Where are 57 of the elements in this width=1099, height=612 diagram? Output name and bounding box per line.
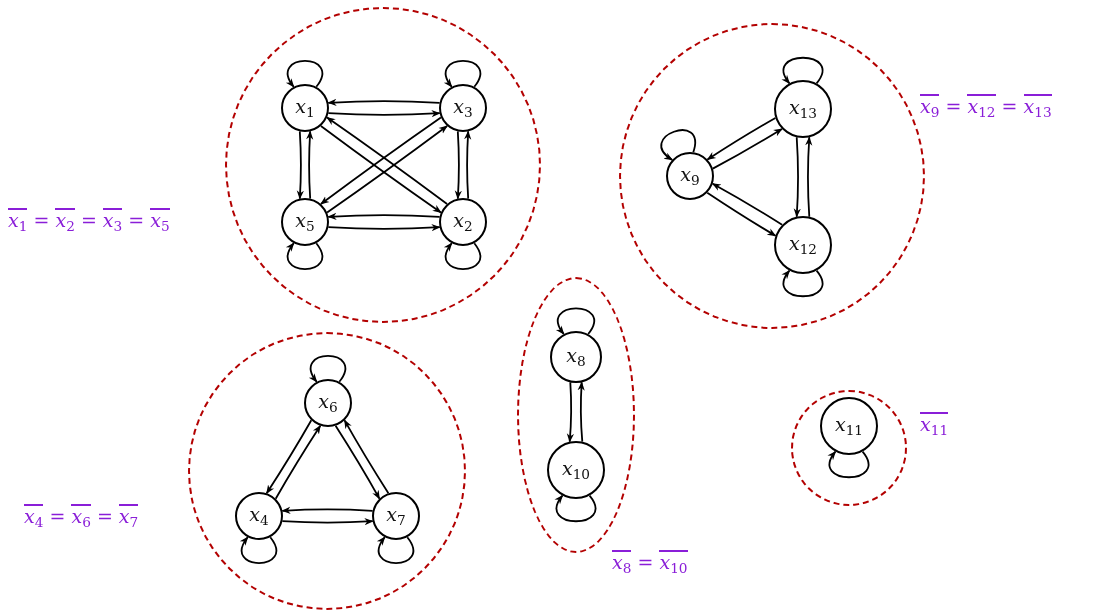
- variable-node: x$_{1}$: [281, 84, 329, 132]
- variable-node: x$_{10}$: [547, 441, 605, 499]
- arrow: [454, 130, 462, 200]
- dashed-cluster-outline: [517, 277, 635, 553]
- self-loop-arrow: [660, 129, 697, 161]
- self-loop-arrow: [286, 60, 324, 88]
- dashed-cluster-outline: [791, 390, 907, 506]
- arrow: [327, 224, 441, 232]
- arrow: [327, 110, 441, 118]
- variable-node: x$_{5}$: [281, 198, 329, 246]
- self-loop-arrow: [377, 536, 415, 564]
- dashed-cluster-outline: [188, 332, 466, 610]
- equivalence-label: x$_{4}$ = x$_{6}$ = x$_{7}$: [24, 504, 139, 530]
- equivalence-label: x$_{9}$ = x$_{12}$ = x$_{13}$: [920, 94, 1052, 120]
- self-loop-arrow: [286, 242, 324, 270]
- arrow: [566, 381, 574, 443]
- self-loop-arrow: [828, 450, 870, 479]
- arrow: [706, 191, 777, 237]
- self-loop-arrow: [444, 60, 482, 88]
- arrow: [306, 130, 314, 200]
- variable-node: x$_{4}$: [235, 492, 283, 540]
- variable-node: x$_{11}$: [820, 397, 878, 455]
- equivalence-label: x$_{8}$ = x$_{10}$: [612, 550, 688, 576]
- equivalence-label: x$_{11}$: [920, 412, 949, 438]
- arrow: [281, 518, 374, 526]
- variable-node: x$_{3}$: [439, 84, 487, 132]
- equivalence-label: x$_{1}$ = x$_{2}$ = x$_{3}$ = x$_{5}$: [8, 208, 170, 234]
- arrow: [793, 136, 801, 218]
- arrow: [464, 130, 472, 200]
- arrow: [327, 212, 441, 220]
- variable-node: x$_{8}$: [550, 331, 602, 383]
- arrow: [577, 381, 585, 443]
- self-loop-arrow: [309, 355, 347, 383]
- variable-node: x$_{7}$: [372, 492, 420, 540]
- dashed-cluster-outline: [225, 7, 541, 323]
- arrow: [711, 128, 783, 170]
- arrow: [334, 424, 381, 500]
- self-loop-arrow: [555, 494, 597, 523]
- variable-node: x$_{9}$: [666, 152, 714, 200]
- self-loop-arrow: [444, 242, 482, 270]
- self-loop-arrow: [782, 269, 824, 298]
- arrow: [711, 182, 783, 226]
- variable-node: x$_{2}$: [439, 198, 487, 246]
- arrow: [706, 117, 777, 161]
- arrow: [296, 130, 304, 200]
- arrow: [281, 506, 374, 514]
- self-loop-arrow: [556, 307, 596, 335]
- variable-node: x$_{13}$: [774, 80, 832, 138]
- arrow: [327, 98, 441, 106]
- variable-node: x$_{6}$: [304, 379, 352, 427]
- arrow: [805, 136, 813, 218]
- arrow: [274, 424, 322, 500]
- self-loop-arrow: [782, 56, 824, 85]
- variable-node: x$_{12}$: [774, 216, 832, 274]
- arrow: [343, 419, 390, 495]
- arrow: [265, 419, 313, 495]
- self-loop-arrow: [240, 536, 278, 564]
